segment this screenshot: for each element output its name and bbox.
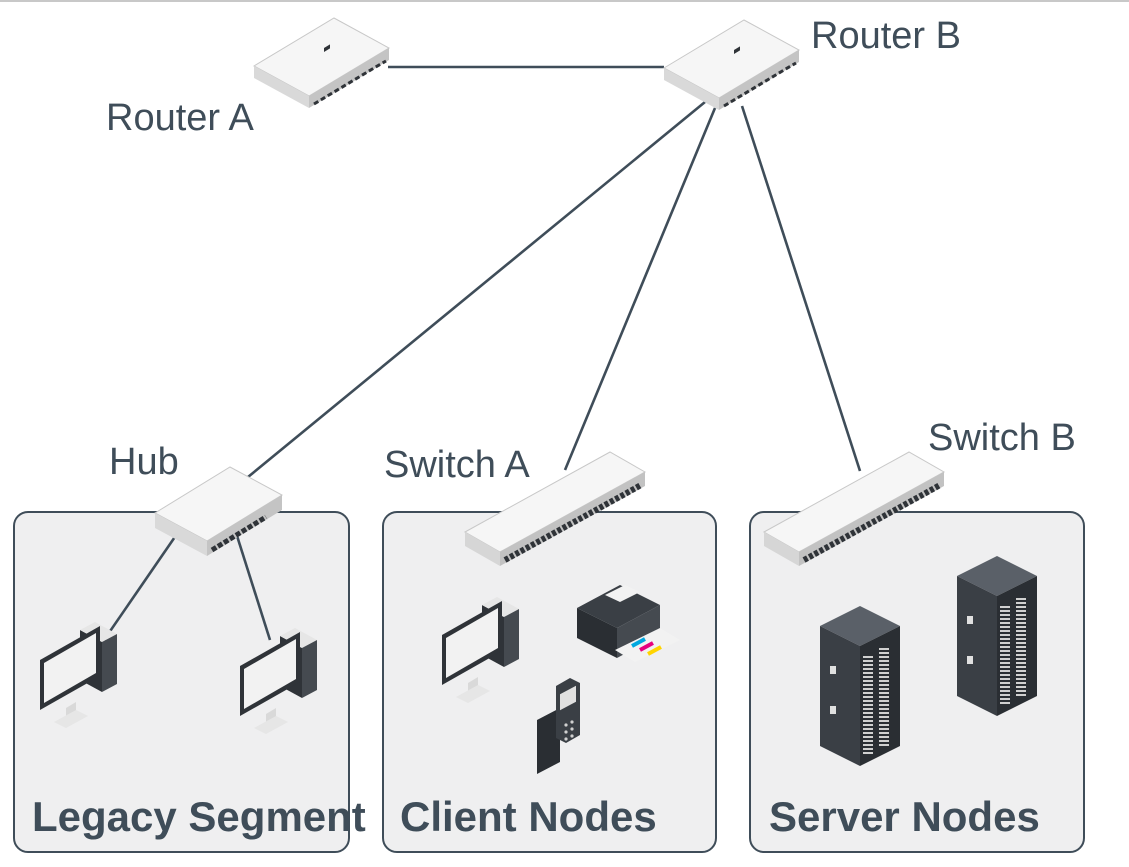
switch-a-label: Switch A [384,444,530,486]
group-title-client: Client Nodes [400,793,657,840]
switch-b-label: Switch B [928,417,1076,459]
router-b-label: Router B [811,15,961,57]
printer-icon [577,585,680,662]
link-router-b-switch-a [563,107,717,471]
router-a-label: Router A [106,97,255,139]
server-1-icon [820,606,900,766]
router-b-icon [662,18,801,112]
link-router-b-hub [247,100,706,479]
hub-icon [153,466,284,556]
desk-phone-icon [537,678,580,774]
group-title-legacy: Legacy Segment [32,793,366,840]
router-a-icon [252,16,391,110]
link-router-b-switch-b [740,105,862,472]
link-hub-pc-2 [230,519,272,641]
hub-label: Hub [109,441,179,483]
group-title-server: Server Nodes [769,793,1040,840]
server-2-icon [957,556,1037,716]
